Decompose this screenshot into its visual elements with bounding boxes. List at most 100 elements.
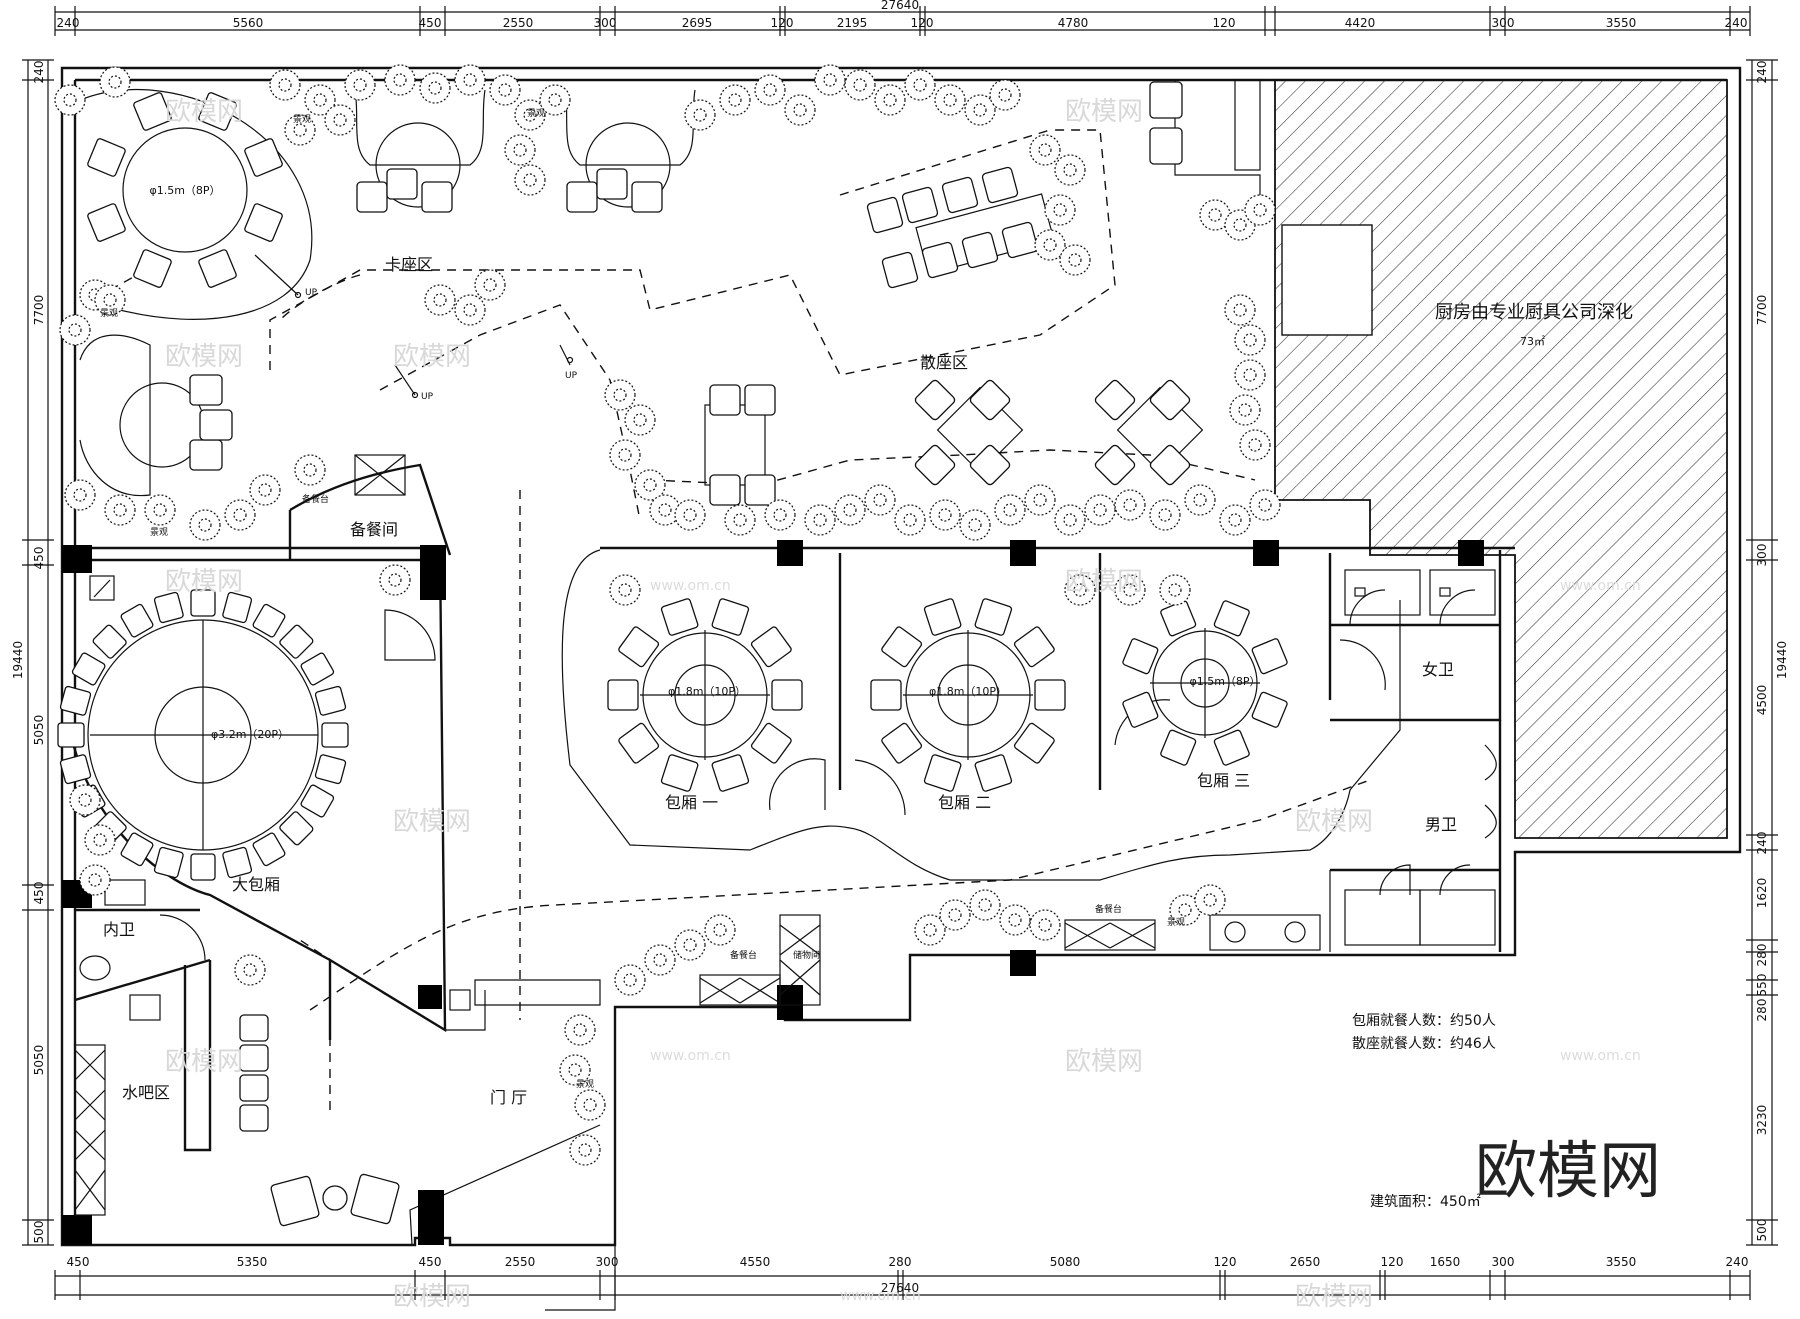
dim-right-3: 4500	[1755, 685, 1769, 716]
shrub-core	[73, 488, 87, 502]
shrub-core	[763, 83, 777, 97]
shrub-core	[853, 78, 867, 92]
watermark-3: 欧模网	[165, 342, 243, 372]
dim-top-7: 2195	[837, 16, 868, 30]
dim-bottom-8: 120	[1214, 1255, 1237, 1269]
up-label-1: UP	[305, 288, 318, 298]
dim-bottom-13: 3550	[1606, 1255, 1637, 1269]
dim-top-11: 4420	[1345, 16, 1376, 30]
shrub-core	[1063, 163, 1077, 177]
label-landscape-5: 景观	[1167, 917, 1185, 928]
chair	[92, 624, 127, 659]
chair	[771, 679, 803, 711]
shrub-core	[968, 518, 982, 532]
label-women-wc: 女卫	[1422, 660, 1454, 679]
shrub-core	[1243, 368, 1257, 382]
chair	[120, 832, 154, 867]
dim-bottom-3: 2550	[505, 1255, 536, 1269]
chair	[244, 203, 283, 242]
shrub-core	[1243, 333, 1257, 347]
label-storage: 储物间	[793, 949, 820, 961]
chair	[866, 196, 904, 234]
chair	[1160, 729, 1197, 766]
chair	[1149, 127, 1183, 165]
shrub-core	[1228, 513, 1242, 527]
chair	[239, 1074, 269, 1102]
dim-bottom-2: 450	[419, 1255, 442, 1269]
chair	[1122, 638, 1159, 675]
shrub-core	[333, 113, 347, 127]
brand-logo-text: 欧模网	[1475, 1134, 1661, 1207]
watermark-5: 欧模网	[165, 567, 243, 597]
shrub-core	[793, 103, 807, 117]
chair	[709, 384, 741, 416]
table-label-8p-b: φ1.5m（8P）	[1189, 675, 1260, 688]
dim-top-10: 120	[1213, 16, 1236, 30]
shrub-core	[498, 83, 512, 97]
dim-bottom-6: 280	[889, 1255, 912, 1269]
columns	[62, 540, 1484, 1245]
dim-right-1: 7700	[1755, 295, 1769, 326]
dim-top-8: 120	[911, 16, 934, 30]
watermark-1: 欧模网	[165, 97, 243, 127]
shrub-core	[483, 278, 497, 292]
chair	[133, 249, 172, 288]
shrub-core	[108, 75, 122, 89]
dim-right-6: 280	[1755, 944, 1769, 967]
dim-bottom-14: 240	[1726, 1255, 1749, 1269]
label-inner-wc: 内卫	[103, 920, 135, 939]
shrub-core	[903, 513, 917, 527]
shrub-core	[733, 513, 747, 527]
label-men-wc: 男卫	[1425, 815, 1457, 834]
chair	[870, 679, 902, 711]
chair	[189, 374, 223, 406]
watermark-url-5: www.om.cn	[840, 1288, 921, 1304]
chair	[969, 379, 1011, 421]
shrub-core	[388, 573, 402, 587]
chair	[1034, 679, 1066, 711]
shrub-core	[713, 923, 727, 937]
shrub-core	[1253, 203, 1267, 217]
label-landscape-4: 景观	[527, 108, 545, 119]
shrub-core	[1038, 918, 1052, 932]
chair	[300, 652, 335, 686]
chair	[239, 1044, 269, 1072]
chair	[59, 685, 92, 716]
chair	[1213, 729, 1250, 766]
table-label-20p: φ3.2m（20P）	[211, 728, 289, 741]
shrub-core	[68, 323, 82, 337]
watermark-url-1: www.om.cn	[650, 578, 731, 594]
chair	[881, 722, 923, 764]
chair	[190, 589, 216, 617]
table-label-8p-a: φ1.5m（8P）	[149, 184, 220, 197]
chair	[356, 181, 388, 213]
dims-bottom: 450 5350 450 2550 300 4550 280 5080 120 …	[67, 1255, 1749, 1269]
shrub-core	[513, 143, 527, 157]
shrub-core	[428, 81, 442, 95]
chair	[87, 138, 126, 177]
chair	[660, 754, 699, 792]
plants	[54, 64, 1281, 1166]
shrub-core	[1193, 493, 1207, 507]
chair	[1013, 722, 1055, 764]
chair	[270, 1175, 320, 1227]
shrub-core	[113, 503, 127, 517]
shrub-core	[1123, 583, 1137, 597]
shrub-core	[88, 873, 102, 887]
shrub-core	[353, 78, 367, 92]
chair	[974, 598, 1013, 636]
shrub-core	[813, 513, 827, 527]
note-private-seats: 包厢就餐人数：约50人	[1352, 1013, 1496, 1029]
chair	[321, 722, 349, 748]
shrub-core	[1068, 253, 1082, 267]
chair	[750, 626, 792, 668]
shrub-core	[153, 503, 167, 517]
chair	[189, 439, 223, 471]
chair	[1251, 691, 1288, 728]
kitchen-inner-box	[1281, 224, 1373, 336]
chair	[252, 603, 286, 638]
chair	[607, 679, 639, 711]
shrub-core	[618, 448, 632, 462]
chair	[914, 444, 956, 486]
